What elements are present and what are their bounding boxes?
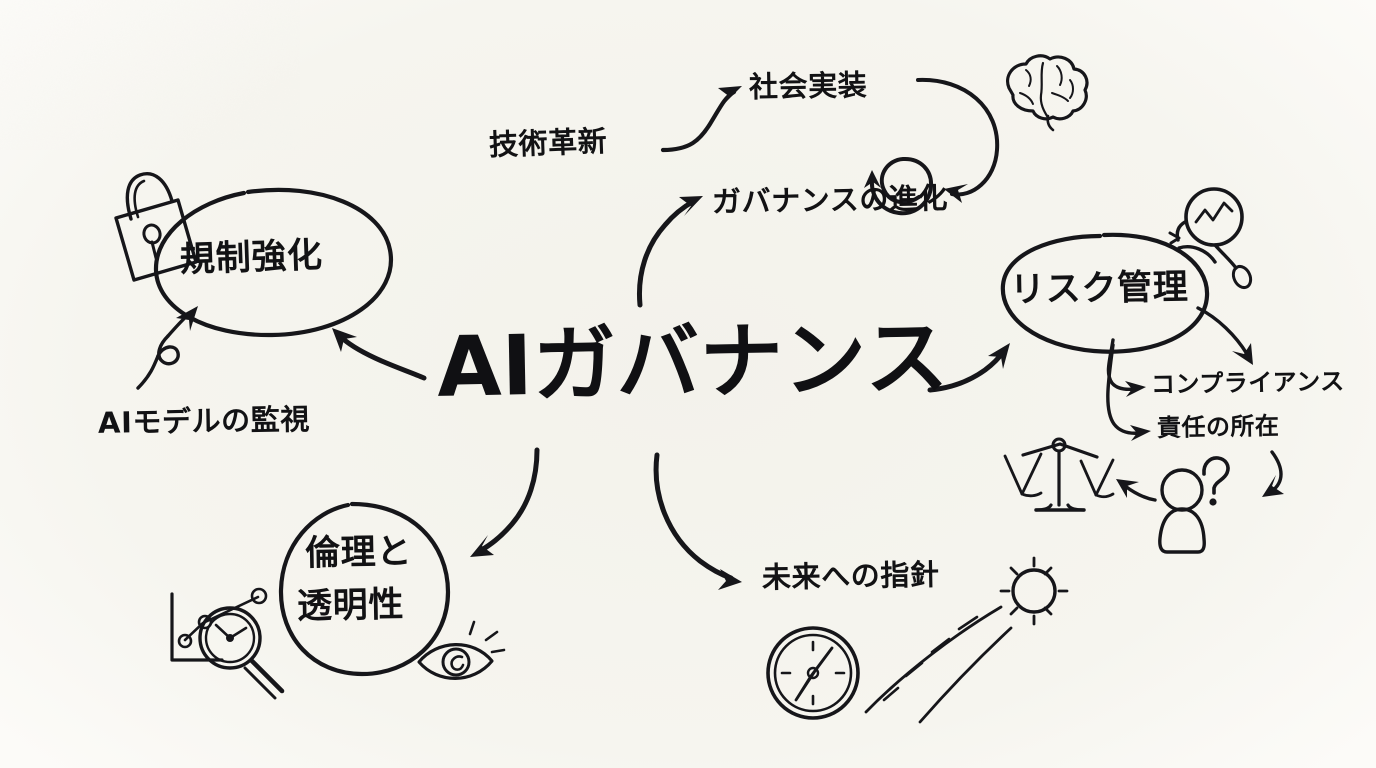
arrow-risk-to-accountability xyxy=(1106,343,1151,441)
arrow-monitoring-to-regulation xyxy=(136,306,198,390)
arrow-center-to-future xyxy=(653,452,742,590)
label-future-guideline: 未来への指針 xyxy=(761,557,940,595)
node-label-risk: リスク管理 xyxy=(1009,267,1189,311)
label-accountability: 責任の所在 xyxy=(1156,411,1280,443)
chart-analysis-icon xyxy=(170,587,285,700)
arrow-center-to-regulation xyxy=(332,328,427,381)
padlock-icon xyxy=(114,172,198,282)
arrow-innovation-to-social xyxy=(660,86,742,153)
node-label-ethics-line1: 倫理と xyxy=(304,532,413,574)
arrow-center-to-gov-evolution xyxy=(636,196,703,308)
compass-icon xyxy=(766,626,860,720)
arrow-person-to-scales xyxy=(1116,479,1157,502)
central-node-label: AIガバナンス xyxy=(436,309,950,416)
eye-icon xyxy=(417,620,506,680)
magnifier-chart-icon xyxy=(1168,187,1253,290)
spiral-loop-icon xyxy=(864,77,1000,216)
label-innovation: 技術革新 xyxy=(488,123,608,163)
sun-road-icon xyxy=(864,556,1069,724)
label-social-implementation: 社会実装 xyxy=(748,67,868,105)
arrow-center-to-ethics xyxy=(470,447,540,557)
arrow-risk-curve-down xyxy=(1196,306,1253,365)
arrow-accountability-down xyxy=(1262,450,1284,497)
node-label-ethics-line2: 透明性 xyxy=(296,585,405,627)
person-question-icon xyxy=(1158,456,1230,554)
node-regulation-ellipse xyxy=(153,187,394,338)
arrow-center-to-risk xyxy=(927,343,1010,393)
label-compliance: コンプライアンス xyxy=(1150,367,1345,399)
node-risk-ellipse xyxy=(1000,232,1210,354)
brain-icon xyxy=(1006,54,1089,132)
label-ai-model-monitoring: AIモデルの監視 xyxy=(97,402,311,440)
node-ethics-circle xyxy=(278,501,451,677)
node-label-regulation: 規制強化 xyxy=(179,235,324,281)
label-governance-evolution: ガバナンスの進化 xyxy=(711,180,949,220)
scales-of-justice-icon xyxy=(1003,437,1115,512)
